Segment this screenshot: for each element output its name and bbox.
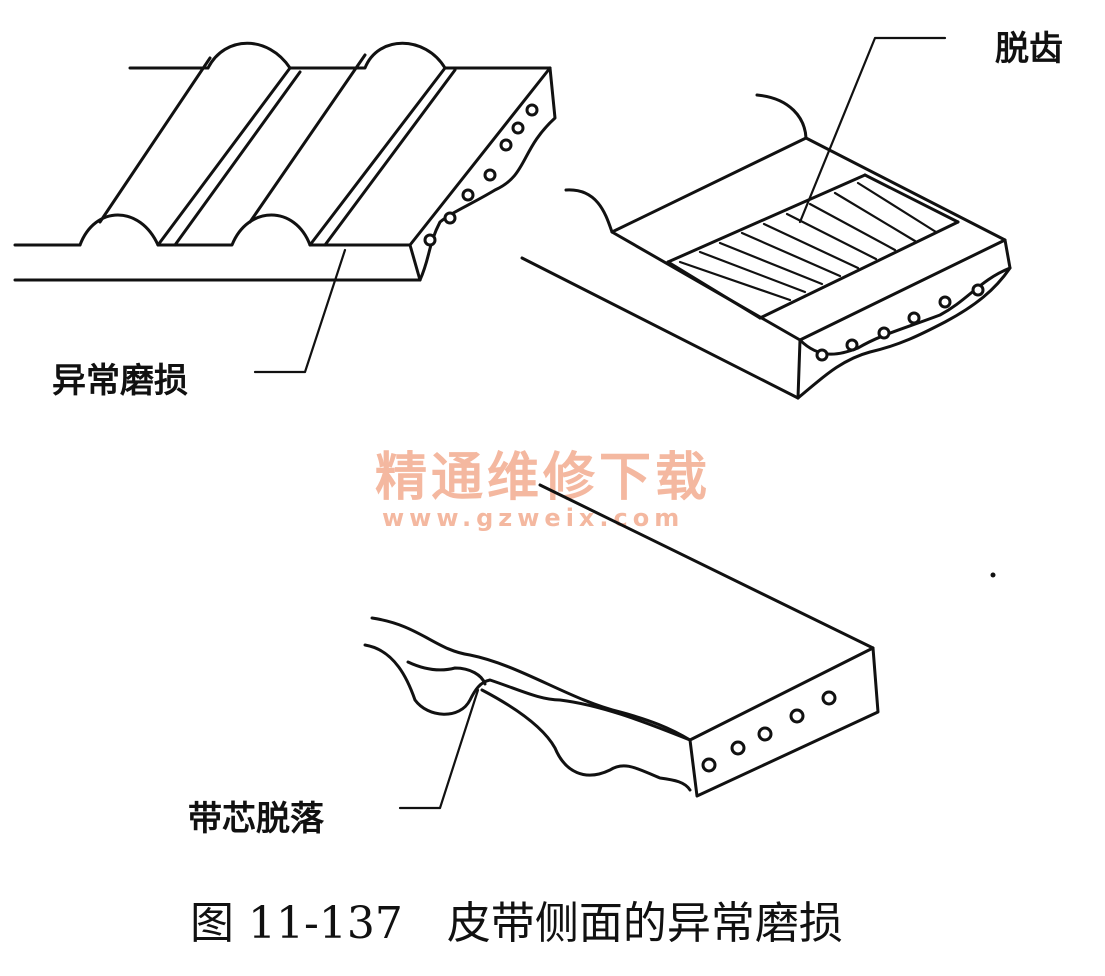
watermark-title: 精通维修下载: [375, 448, 711, 508]
figure-caption: 图 11-137 皮带侧面的异常磨损: [190, 898, 843, 949]
belt-abnormal-wear-drawing: [13, 41, 557, 374]
speck-mark: [990, 572, 996, 578]
label-tooth-loss: 脱齿: [995, 29, 1063, 69]
label-core-detachment: 带芯脱落: [188, 799, 325, 839]
label-abnormal-wear: 异常磨损: [52, 361, 188, 401]
watermark-url: www.gzweix.com: [382, 504, 684, 532]
belt-core-detachment-drawing: [363, 483, 880, 810]
belt-tooth-loss-drawing: [520, 36, 1012, 400]
